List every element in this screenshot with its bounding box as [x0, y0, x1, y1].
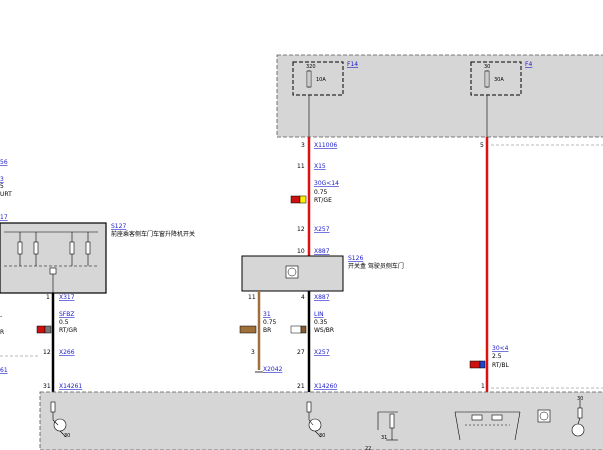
wire-lin-signal[interactable]: LIN — [314, 311, 324, 318]
module-transistor-center — [306, 401, 322, 438]
switch-s126-desc: 开关盒 驾驶员侧车门 — [348, 262, 404, 270]
wire-brown-color: BR — [263, 327, 271, 334]
wire-center-pin-10: 10 — [297, 248, 305, 255]
color-swatch-gr — [44, 325, 52, 334]
wire-center-conn-11006[interactable]: X11006 — [314, 142, 337, 149]
left-label-5: 5 — [0, 183, 4, 190]
color-swatch-bl — [479, 360, 486, 369]
wire-brown-pin-11: 11 — [248, 294, 256, 301]
module-sensor-icon-circle — [539, 411, 549, 421]
left-label-17[interactable]: 17 — [0, 214, 8, 221]
module-transistor-right — [571, 400, 585, 437]
left-label-3[interactable]: 3 — [0, 176, 4, 183]
wire-center-conn-257[interactable]: X257 — [314, 226, 330, 233]
wire-brown-gauge: 0.75 — [263, 319, 277, 326]
fuse-f14-frame — [292, 61, 344, 96]
wire-left-pin-mid: 12 — [43, 349, 51, 356]
fuse-f4-frame — [470, 61, 522, 96]
wire-lin-pin-21: 21 — [297, 383, 305, 390]
wire-left-color: RT/GR — [59, 327, 77, 334]
color-swatch-rt — [36, 325, 46, 334]
switch-s127-desc: 前座乘客侧车门车窗升降机开关 — [111, 230, 195, 238]
wire-brown-pin-3: 3 — [251, 349, 255, 356]
module-relay — [454, 411, 521, 441]
wire-lin-gauge: 0.35 — [314, 319, 328, 326]
color-swatch-ge — [299, 195, 307, 204]
wire-left-conn-mid[interactable]: X266 — [59, 349, 75, 356]
wire-lin-color: WS/BR — [314, 327, 334, 334]
wire-center-conn-887[interactable]: X887 — [314, 248, 330, 255]
switch-s127-contacts — [4, 231, 98, 293]
wire-left-pin-top: 1 — [46, 294, 50, 301]
fuse-f4-rating: 30A — [494, 77, 504, 83]
module-label-31: 31 — [381, 435, 387, 441]
color-swatch-rt-2 — [290, 195, 301, 204]
color-swatch-ws — [290, 325, 302, 334]
wire-left-gauge: 0.5 — [59, 319, 69, 326]
wire-center-gauge: 0.75 — [314, 189, 328, 196]
wire-center-pin-12: 12 — [297, 226, 305, 233]
color-swatch-br-2 — [300, 325, 307, 334]
fuse-f4-top: 30 — [484, 64, 490, 70]
wire-brown-signal[interactable]: 31 — [263, 311, 271, 318]
wire-left-signal[interactable]: SFBZ — [59, 311, 75, 318]
fuse-f4-link-label[interactable]: F4 — [525, 61, 532, 68]
wire-left-conn-top[interactable]: X317 — [59, 294, 75, 301]
wire-center-signal[interactable]: 30G<14 — [314, 180, 339, 187]
wire-lin-conn-887[interactable]: X887 — [314, 294, 330, 301]
left-label-dash: - — [0, 313, 2, 320]
left-label-r: R — [0, 329, 4, 336]
left-label-urt: URT — [0, 191, 12, 198]
color-swatch-rt-3 — [469, 360, 481, 369]
wire-center-color: RT/GE — [314, 197, 332, 204]
left-label-56[interactable]: 56 — [0, 159, 8, 166]
module-label-22: 22 — [365, 446, 371, 450]
switch-s126-icon-circle — [287, 267, 297, 277]
left-label-61[interactable]: 61 — [0, 367, 8, 374]
module-resistor — [377, 411, 398, 441]
fuse-f14-rating: 10A — [316, 77, 326, 83]
module-transistor-left — [50, 401, 67, 438]
fuse-f14-link-label[interactable]: F14 — [347, 61, 358, 68]
wire-left-conn-bot[interactable]: X14261 — [59, 383, 82, 390]
fuse-box — [276, 54, 603, 138]
wire-center-pin-3: 3 — [301, 142, 305, 149]
module-label-30a: 30 — [64, 433, 70, 439]
module-label-30b: 30 — [319, 433, 325, 439]
wire-lin-conn-257[interactable]: X257 — [314, 349, 330, 356]
wire-right-signal[interactable]: 30<4 — [492, 345, 509, 352]
wire-right-pin-5: 5 — [480, 142, 484, 149]
wire-right-gauge: 2.5 — [492, 353, 502, 360]
switch-s126-link[interactable]: S126 — [348, 255, 363, 262]
wire-right-color: RT/BL — [492, 362, 510, 369]
wire-lin-conn-14260[interactable]: X14260 — [314, 383, 337, 390]
wire-center-pin-11: 11 — [297, 163, 305, 170]
module-label-30c: 30 — [577, 396, 583, 402]
control-module — [39, 391, 603, 450]
wire-lin-pin-27: 27 — [297, 349, 305, 356]
wire-left-pin-bot: 31 — [43, 383, 51, 390]
wire-right-pin-1: 1 — [481, 383, 485, 390]
wire-lin-pin-4: 4 — [301, 294, 305, 301]
fuse-f14-top: 320 — [306, 64, 316, 70]
switch-s127-link[interactable]: S127 — [111, 223, 126, 230]
wire-brown-conn-2042[interactable]: X2042 — [263, 366, 283, 373]
wire-center-conn-15[interactable]: X15 — [314, 163, 326, 170]
color-swatch-br — [239, 325, 257, 334]
